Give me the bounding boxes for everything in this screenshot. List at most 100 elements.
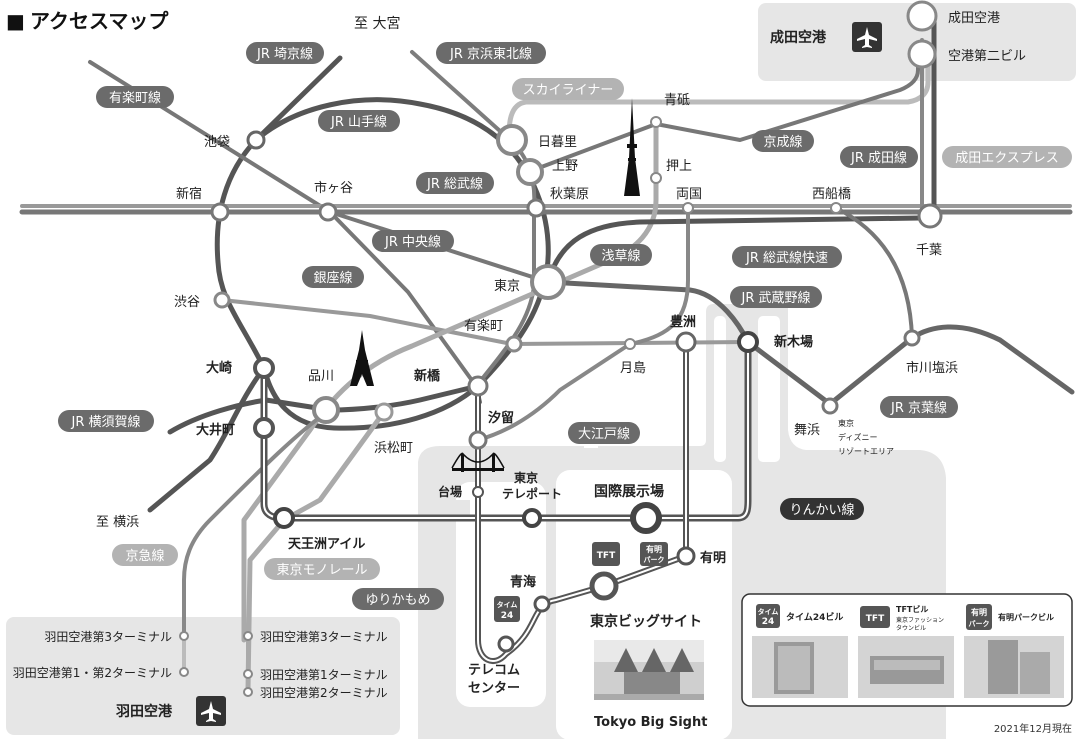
line-pill-musashino[interactable]: JR 武蔵野線	[730, 286, 822, 308]
station-marker-haneda-mono-t1[interactable]	[243, 669, 253, 679]
line-pill-sobu[interactable]: JR 総武線	[416, 172, 494, 194]
station-marker-toyosu[interactable]	[675, 331, 697, 353]
line-pill-yurakucho[interactable]: 有楽町線	[96, 86, 174, 108]
line-pill-yamanote[interactable]: JR 山手線	[318, 110, 400, 132]
station-marker-nippori[interactable]	[496, 124, 528, 156]
station-marker-maihama[interactable]	[821, 397, 839, 415]
station-labels: 至 大宮 青砥 池袋 日暮里 上野 押上 新宿 市ヶ谷 秋葉原 両国 西船橋 千…	[13, 11, 1026, 700]
station-marker-bigsight[interactable]	[589, 571, 619, 601]
label-narita-t2: 空港第二ビル	[948, 49, 1026, 64]
line-pill-oedo[interactable]: 大江戸線	[568, 422, 640, 444]
line-pill-chuo[interactable]: JR 中央線	[372, 230, 454, 252]
station-marker-narita-t2[interactable]	[907, 39, 937, 69]
svg-text:タイム24ビル: タイム24ビル	[786, 611, 843, 623]
line-pill-narita[interactable]: JR 成田線	[840, 146, 918, 168]
building-legend: タイム 24 タイム24ビル TFT TFTビル 東京ファッション タウンビル …	[741, 593, 1073, 707]
station-marker-telecom-port[interactable]	[522, 508, 542, 528]
label-telecom-port-2: テレポート	[502, 486, 562, 501]
station-marker-chiba[interactable]	[917, 203, 943, 229]
odaiba-gap-1	[584, 316, 598, 448]
station-marker-aomi[interactable]	[533, 595, 551, 613]
station-marker-ariake[interactable]	[676, 546, 696, 566]
label-shinagawa: 品川	[308, 369, 334, 384]
bigsight-caption: Tokyo Big Sight	[594, 715, 707, 730]
line-pill-ginza[interactable]: 銀座線	[302, 266, 364, 288]
svg-text:りんかい線: りんかい線	[789, 502, 854, 518]
station-marker-ryogoku[interactable]	[682, 202, 694, 214]
label-narita-t1: 成田空港	[948, 11, 1000, 26]
svg-text:JR 総武線快速: JR 総武線快速	[745, 250, 828, 266]
label-hamamatsucho: 浜松町	[374, 441, 413, 456]
line-pill-yokosuka[interactable]: JR 横須賀線	[58, 410, 154, 432]
label-shibuya: 渋谷	[174, 295, 200, 310]
station-marker-haneda-keikyu-t3[interactable]	[179, 631, 189, 641]
line-pill-saikyo[interactable]: JR 埼京線	[246, 42, 324, 64]
station-marker-aoto[interactable]	[650, 116, 662, 128]
station-marker-tokyo[interactable]	[530, 264, 566, 300]
station-marker-shinbashi[interactable]	[467, 375, 489, 397]
station-marker-shinagawa[interactable]	[312, 396, 340, 424]
station-marker-hamamatsucho[interactable]	[374, 402, 394, 422]
station-marker-oshiage[interactable]	[650, 172, 662, 184]
station-marker-narita-t1[interactable]	[906, 0, 938, 32]
label-shiodome: 汐留	[488, 410, 514, 426]
line-pill-monorail[interactable]: 東京モノレール	[264, 558, 380, 580]
station-marker-haneda-keikyu-t12[interactable]	[179, 667, 189, 677]
station-marker-ikebukuro[interactable]	[246, 130, 266, 150]
label-yokohama: 至 横浜	[96, 515, 139, 530]
station-marker-tsukishima[interactable]	[624, 338, 636, 350]
landmarks	[350, 98, 640, 472]
station-marker-daiba[interactable]	[472, 486, 484, 498]
label-haneda-keikyu-t12: 羽田空港第1・第2ターミナル	[13, 666, 172, 680]
station-marker-shinkiba[interactable]	[737, 331, 759, 353]
station-marker-yurakucho[interactable]	[505, 335, 523, 353]
line-to-yokohama	[147, 365, 267, 513]
label-haneda-mono-t3: 羽田空港第3ターミナル	[260, 630, 388, 644]
line-pill-keikyu[interactable]: 京急線	[112, 544, 178, 566]
legend-ariake-park: 有明 パーク 有明パークビル	[964, 604, 1064, 698]
line-pill-keihin[interactable]: JR 京浜東北線	[436, 42, 546, 64]
station-marker-telecom-center[interactable]	[497, 635, 515, 653]
svg-text:JR 中央線: JR 中央線	[384, 234, 441, 250]
svg-text:24: 24	[501, 611, 514, 621]
station-marker-nishifunabashi[interactable]	[830, 202, 842, 214]
airplane-icon	[196, 696, 226, 726]
line-keihin	[410, 50, 537, 386]
station-marker-ueno[interactable]	[516, 158, 544, 186]
line-pill-skyliner[interactable]: スカイライナー	[512, 78, 624, 100]
line-pill-sobu-rapid[interactable]: JR 総武線快速	[732, 246, 842, 268]
station-marker-osaki[interactable]	[253, 357, 275, 379]
station-marker-shibuya[interactable]	[213, 291, 231, 309]
line-pill-narita-express[interactable]: 成田エクスプレス	[942, 146, 1072, 168]
date-note: 2021年12月現在	[994, 722, 1072, 735]
label-ueno: 上野	[552, 159, 578, 174]
line-pill-keisei[interactable]: 京成線	[752, 130, 814, 152]
station-marker-akihabara[interactable]	[526, 198, 546, 218]
airport-narita[interactable]: 成田空港	[770, 22, 882, 52]
line-labels: JR 埼京線 JR 京浜東北線 有楽町線 スカイライナー JR 山手線 京成線 …	[58, 42, 1072, 610]
svg-text:東京ファッション: 東京ファッション	[896, 616, 944, 624]
label-osaki: 大崎	[206, 360, 232, 376]
line-pill-yurikamome[interactable]: ゆりかもめ	[352, 588, 444, 610]
badge-ariake-park: 有明 パーク	[640, 542, 668, 566]
station-marker-ichigaya[interactable]	[318, 202, 338, 222]
airport-haneda[interactable]: 羽田空港	[116, 696, 226, 726]
legend-tft: TFT TFTビル 東京ファッション タウンビル	[858, 604, 954, 698]
line-pill-rinkai[interactable]: りんかい線	[780, 498, 864, 520]
station-marker-haneda-mono-t3[interactable]	[243, 631, 253, 641]
skytree-icon	[624, 98, 640, 196]
label-daiba: 台場	[438, 484, 462, 499]
station-marker-shiodome[interactable]	[468, 430, 488, 450]
label-ryogoku: 両国	[676, 187, 702, 202]
svg-text:大江戸線: 大江戸線	[578, 426, 630, 442]
label-nishifunabashi: 西船橋	[812, 187, 851, 202]
line-pill-asakusa[interactable]: 浅草線	[590, 244, 652, 266]
station-marker-ichikawashiohama[interactable]	[903, 329, 921, 347]
station-marker-oimachi[interactable]	[253, 417, 275, 439]
station-marker-tennozu[interactable]	[273, 507, 295, 529]
station-marker-haneda-mono-t2[interactable]	[243, 687, 253, 697]
line-pill-keiyo[interactable]: JR 京葉線	[880, 396, 958, 418]
station-marker-kokusai-tenjijo[interactable]	[630, 502, 662, 534]
station-marker-shinjuku[interactable]	[210, 202, 230, 222]
svg-text:有明パークビル: 有明パークビル	[998, 612, 1054, 622]
